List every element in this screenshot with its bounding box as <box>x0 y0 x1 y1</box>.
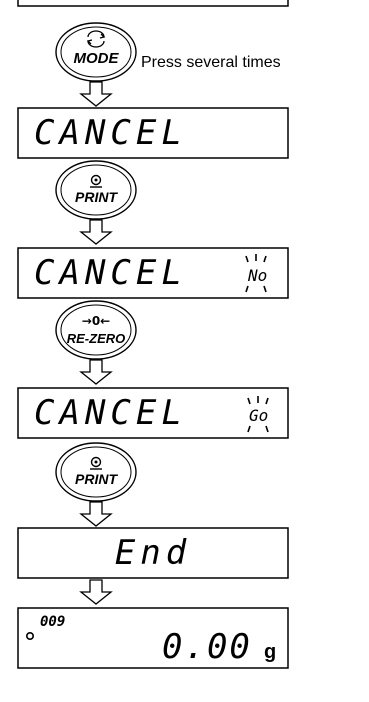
blinking-go-text: Go <box>249 406 268 425</box>
weight-display: 009 0.00 g <box>17 607 289 669</box>
blink-icon <box>247 396 269 433</box>
cancel-display-text: CANCEL <box>34 113 187 153</box>
press-several-times-note: Press several times <box>141 54 281 71</box>
rezero-key-label: RE-ZERO <box>67 331 126 346</box>
print-key[interactable]: PRINT <box>55 442 137 502</box>
end-display: End <box>17 527 289 579</box>
rezero-key[interactable]: →0← RE-ZERO <box>55 300 137 360</box>
down-arrow <box>79 219 113 245</box>
blink-icon <box>245 254 267 293</box>
previous-display-frame <box>17 0 289 7</box>
print-icon <box>90 456 102 470</box>
sample-count-text: 009 <box>40 614 65 630</box>
end-display-text: End <box>115 533 191 573</box>
cycle-icon <box>86 30 106 48</box>
unit-text: g <box>264 641 276 663</box>
mode-key[interactable]: MODE <box>55 22 137 82</box>
cancel-go-display-text: CANCEL <box>34 393 187 433</box>
mode-key-label: MODE <box>74 50 120 67</box>
print-key-label: PRINT <box>75 471 118 487</box>
cancel-no-display-text: CANCEL <box>34 253 187 293</box>
down-arrow <box>79 359 113 385</box>
cancel-go-display: CANCEL Go <box>17 387 289 439</box>
blinking-no-text: No <box>247 266 267 285</box>
zero-arrows-icon: →0← <box>82 314 110 328</box>
stable-dot-icon <box>25 631 34 640</box>
weight-value-text: 0.00 <box>162 627 252 667</box>
cancel-display: CANCEL <box>17 107 289 159</box>
print-key-label: PRINT <box>75 189 118 205</box>
print-icon <box>90 174 102 188</box>
down-arrow <box>79 81 113 107</box>
down-arrow <box>79 579 113 605</box>
print-key[interactable]: PRINT <box>55 160 137 220</box>
down-arrow <box>79 501 113 527</box>
cancel-no-display: CANCEL No <box>17 247 289 299</box>
